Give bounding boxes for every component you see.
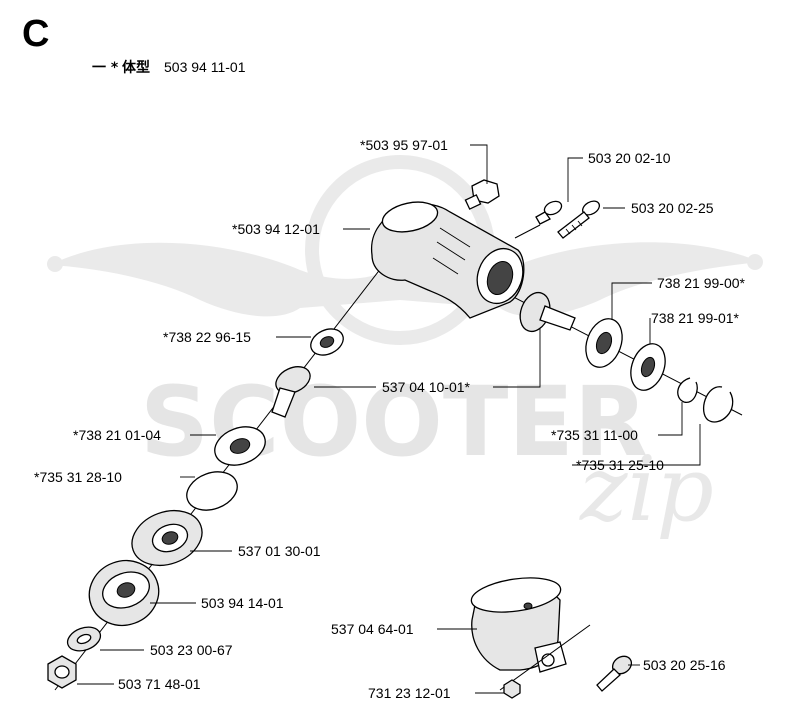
- screw-b-part: [557, 200, 601, 239]
- part-labels: *503 95 97-01 503 20 02-10 503 20 02-25 …: [34, 137, 746, 701]
- label-circlip-b: *735 31 25-10: [576, 457, 664, 473]
- label-hub: 537 01 30-01: [238, 543, 321, 559]
- label-bearing-small: *738 22 96-15: [163, 329, 251, 345]
- header-chinese: 体型: [122, 59, 150, 76]
- label-bolt-top: *503 95 97-01: [360, 137, 448, 153]
- watermark-script: zip: [579, 437, 714, 542]
- bolt-top-part: [464, 179, 500, 210]
- clamp-axis-line: [499, 624, 591, 691]
- clamp-nut-part: [503, 679, 521, 699]
- circlip-a-part: [677, 377, 698, 403]
- label-screw-a: 503 20 02-10: [588, 150, 671, 166]
- bearing-upper-a-part: [585, 318, 623, 368]
- clamp-part: [470, 577, 567, 673]
- nut-part: [47, 655, 77, 689]
- label-bearing-upper-b: 738 21 99-01*: [651, 310, 740, 326]
- bearing-lower-part: [214, 426, 266, 466]
- gear-housing-part: [370, 201, 525, 319]
- label-gear-pair: 537 04 10-01*: [382, 379, 471, 395]
- leader-lines: [77, 144, 701, 694]
- label-circlip-a: *735 31 11-00: [551, 427, 638, 443]
- bearing-upper-b-part: [630, 343, 666, 391]
- label-circlip-lower: *735 31 28-10: [34, 469, 122, 485]
- label-clamp-nut: 731 23 12-01: [368, 685, 451, 701]
- clamp-screw-part: [596, 655, 633, 692]
- label-housing: *503 94 12-01: [232, 221, 320, 237]
- header-prefix: 一 *: [92, 60, 119, 76]
- circlip-b-part: [703, 386, 734, 423]
- gear-pair-part: [271, 291, 576, 418]
- label-screw-b: 503 20 02-25: [631, 200, 714, 216]
- label-bearing-upper-a: 738 21 99-00*: [657, 275, 746, 291]
- label-nut: 503 71 48-01: [118, 676, 201, 692]
- header-assembly-number: 503 94 11-01: [164, 59, 246, 75]
- label-bearing-lower: *738 21 01-04: [73, 427, 161, 443]
- hub-part: [131, 509, 203, 567]
- scooter-zip-watermark: SCOOTER zip: [47, 155, 763, 542]
- screw-axis-line: [514, 224, 541, 239]
- label-flange: 503 94 14-01: [201, 595, 284, 611]
- section-letter: C: [22, 13, 49, 55]
- washer-part: [66, 626, 102, 652]
- circlip-lower-part: [186, 471, 238, 511]
- label-washer: 503 23 00-67: [150, 642, 233, 658]
- label-clamp: 537 04 64-01: [331, 621, 414, 637]
- label-clamp-screw: 503 20 25-16: [643, 657, 726, 673]
- screw-a-part: [535, 200, 563, 225]
- bearing-small-part: [310, 328, 344, 356]
- flange-part: [88, 559, 160, 627]
